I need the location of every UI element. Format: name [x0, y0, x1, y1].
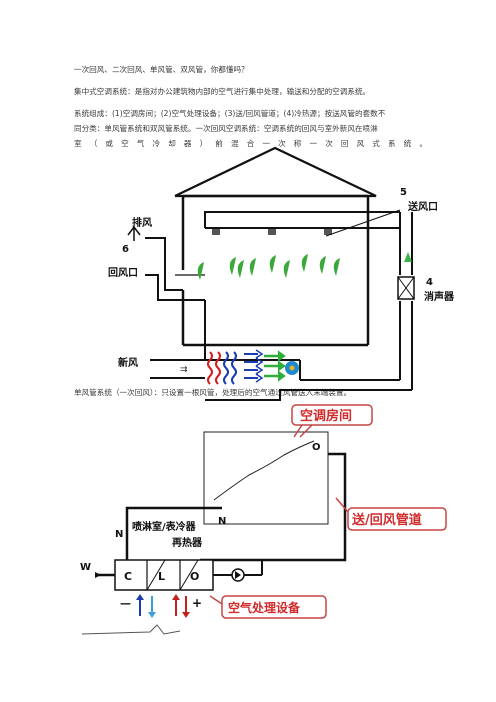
label-5: 5 — [400, 187, 407, 198]
callout-room-label: 空调房间 — [300, 408, 352, 424]
equipment-callout-pointer — [209, 595, 223, 605]
point-c: C — [124, 570, 132, 583]
diffuser — [324, 229, 332, 235]
airflow-leaf-icon — [333, 258, 340, 276]
airflow-leaf-icon — [319, 256, 326, 274]
duct-callout-pointer — [335, 497, 349, 513]
duct-callout-box — [347, 507, 447, 531]
point-n-duct: N — [115, 529, 123, 540]
label5-leader — [325, 209, 401, 237]
ahu-box — [114, 559, 214, 591]
label-fresh-air: 新风 — [118, 356, 138, 369]
airflow-leaf-icon — [249, 258, 256, 276]
point-o: O — [190, 570, 199, 583]
exhaust-arrow-icon — [127, 225, 141, 241]
diffuser — [268, 229, 276, 235]
silencer-hatch — [397, 276, 415, 300]
point-w-fresh: W — [80, 562, 91, 573]
airflow-leaf-icon — [237, 260, 244, 278]
coolant-arrow-icon — [148, 612, 156, 618]
fresh-arrow-icon — [95, 572, 101, 578]
airflow-leaf-icon — [269, 255, 276, 273]
green-airflow-arrows — [264, 354, 280, 378]
room-callout-pointer — [299, 424, 313, 438]
doc-composition-line2: 同分类：单风管系统和双风管系统。一次回风空调系统：空调系统的回风与室外新风在喷淋 — [74, 124, 378, 133]
conditioned-room — [203, 431, 329, 525]
heating-coil-icon — [207, 351, 213, 385]
label-reheater: 再热器 — [172, 536, 203, 549]
label-return-outlet: 回风口 — [108, 267, 138, 279]
silencer-box — [397, 276, 415, 300]
airflow-leaf-icon — [229, 257, 236, 275]
callout-duct-label: 送/回风管道 — [351, 512, 422, 528]
coolant-arrow-icon — [136, 594, 144, 600]
exhaust-duct — [145, 237, 183, 291]
supply-duct-outer — [204, 211, 400, 228]
airflow-leaf-icon — [197, 262, 204, 280]
doc-heading: 一次回风、二次回风、单风管、双风管，你都懂吗？ — [74, 65, 249, 74]
doc-composition-line1: 系统组成：(1)空调房间；(2)空气处理设备；(3)送/回风管道；(4)冷热源；… — [74, 109, 386, 118]
airflow-leaf-icon — [283, 260, 290, 278]
diffuser — [212, 229, 220, 235]
fan-hub — [289, 365, 295, 371]
equipment-callout-box — [221, 595, 327, 619]
bottom-duct-lower — [205, 389, 412, 401]
label-silencer: 消声器 — [424, 290, 455, 303]
fresh-arrow-glyph: ⇉ — [180, 365, 188, 375]
coolant-minus-sign: — — [120, 597, 131, 610]
cooling-coil-icon — [223, 351, 229, 385]
point-o-room: O — [312, 442, 321, 453]
label-supply-outlet: 送风口 — [407, 200, 438, 213]
airflow-leaf-icon — [301, 254, 308, 272]
room-callout-pointer — [293, 424, 303, 438]
cooler-diagonal — [146, 559, 166, 591]
blue-arrowheads — [255, 349, 264, 383]
heat-arrow-icon — [182, 612, 190, 618]
cooling-coil-icon — [231, 351, 237, 385]
doc-single-duct-note: 单风管系统（一次回风）：只设置一根风管，处理后的空气通过风管送入末端装置。 — [74, 388, 352, 397]
blue-airflow-arrows — [244, 353, 258, 379]
label-6: 6 — [122, 244, 129, 255]
supply-duct-loop — [200, 452, 347, 562]
room-callout-box — [291, 404, 373, 426]
green-arrowheads — [277, 350, 286, 382]
return-duct — [145, 274, 183, 301]
label-4: 4 — [426, 277, 433, 288]
fan-arrow-icon — [235, 571, 241, 579]
doc-definition: 集中式空调系统：是指对办公建筑物内部的空气进行集中处理，输送和分配的空调系统。 — [74, 87, 371, 96]
heating-coil-icon — [215, 351, 221, 385]
heat-arrow-icon — [172, 594, 180, 600]
doc-composition-line3: 室（或空气冷却器）前混合一次称一次回风式系统。 — [74, 139, 434, 148]
reheater-diagonal — [179, 559, 199, 591]
label-spray-cooler: 喷淋室/表冷器 — [132, 520, 197, 533]
label-exhaust: 排风 — [132, 216, 152, 229]
point-n-room: N — [218, 516, 226, 527]
break-line — [81, 624, 181, 635]
callout-equipment-label: 空气处理设备 — [228, 600, 301, 615]
heat-plus-sign: + — [192, 596, 202, 610]
process-line — [213, 440, 315, 501]
point-l: L — [158, 570, 165, 583]
silencer-arrow-icon — [404, 252, 412, 262]
